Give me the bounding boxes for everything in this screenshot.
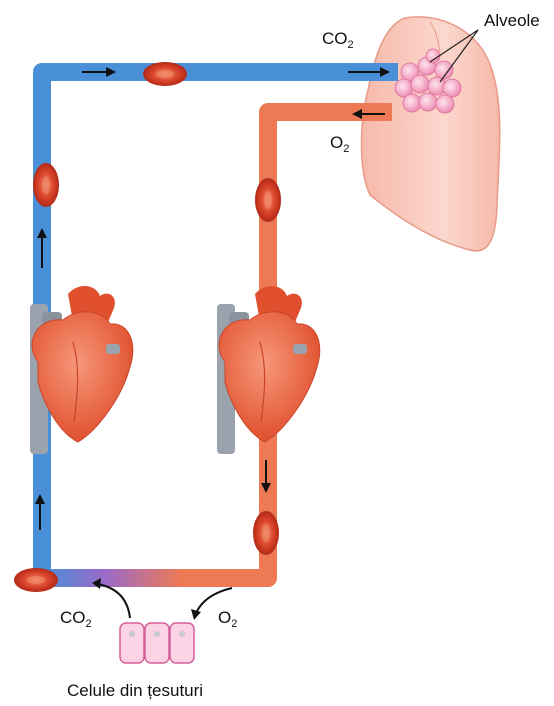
o2-tissue-label-main: O (218, 608, 231, 627)
co2-tissue-label-main: CO (60, 608, 86, 627)
o2-lung-label-sub: 2 (343, 143, 349, 155)
heart-icon (217, 286, 320, 454)
red-blood-cell-icon (14, 568, 58, 592)
tissue-cells-icon (120, 623, 194, 663)
heart-icon (30, 286, 133, 454)
co2-tissue-label: CO2 (60, 609, 92, 630)
red-blood-cell-icon (253, 511, 279, 555)
o2-tissue-label-sub: 2 (231, 618, 237, 630)
co2-lung-label-main: CO (322, 29, 348, 48)
co2-tissue-label-sub: 2 (86, 618, 92, 630)
co2-lung-label-sub: 2 (348, 39, 354, 51)
o2-lung-label: O2 (330, 134, 349, 155)
red-blood-cell-icon (143, 62, 187, 86)
capillary-vessel (42, 569, 182, 587)
alveoli-label: Alveole (484, 12, 540, 29)
red-blood-cell-icon (33, 163, 59, 207)
o2-tissue-label: O2 (218, 609, 237, 630)
tissue-cells-label: Celule din țesuturi (67, 682, 203, 699)
co2-lung-label: CO2 (322, 30, 354, 51)
red-blood-cell-icon (255, 178, 281, 222)
o2-lung-label-main: O (330, 133, 343, 152)
